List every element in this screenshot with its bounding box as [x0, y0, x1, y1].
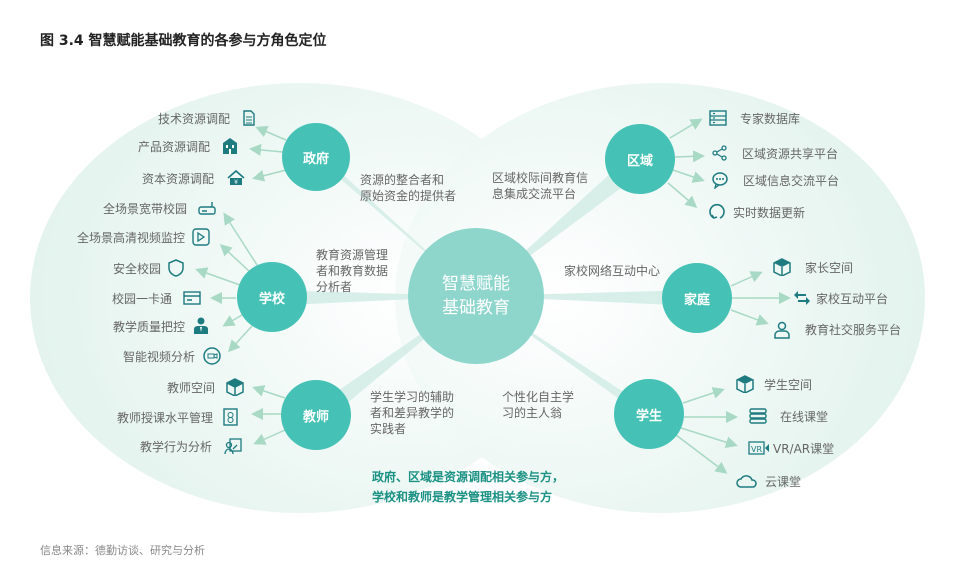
teacher-role: 学生学习的辅助者和差异教学的实践者: [370, 390, 455, 436]
gov-item: 资本资源调配: [141, 172, 214, 186]
family-role: 家校网络互动中心: [564, 264, 661, 278]
center-label-line1: 智慧赋能: [442, 274, 510, 294]
vr-icon: VR: [748, 441, 769, 455]
student-role: 个性化自主学习的主人翁: [502, 390, 575, 420]
document-icon: [243, 110, 255, 126]
summary-note: 政府、区域是资源调配相关参与方，学校和教师是教学管理相关参与方: [372, 470, 565, 504]
school-role: 教育资源管理者和教育数据分析者: [316, 248, 389, 294]
box-icon: [773, 258, 791, 276]
node-student: 学生: [614, 379, 684, 449]
cloud-icon: [736, 475, 757, 488]
family-item: 家校互动平台: [816, 292, 889, 306]
student-item: VR/AR课堂: [773, 442, 835, 456]
school-item: 校园一卡通: [111, 292, 172, 306]
region-item: 区域信息交流平台: [743, 174, 840, 188]
node-family: 家庭: [662, 263, 732, 333]
center-node: 智慧赋能基础教育: [408, 228, 544, 364]
node-region: 区域: [605, 124, 675, 194]
center-label-line2: 基础教育: [442, 298, 510, 318]
stack-icon: [749, 408, 767, 424]
share-icon: [712, 145, 727, 161]
box-icon: [736, 375, 754, 393]
student-item: 学生空间: [764, 378, 813, 392]
region-item: 实时数据更新: [733, 206, 806, 220]
shield-icon: [168, 259, 184, 277]
camera-icon: [203, 347, 221, 365]
family-item: 家长空间: [805, 261, 854, 275]
student-item: 云课堂: [765, 475, 802, 489]
school-item: 智能视频分析: [122, 350, 195, 364]
chat-icon: [712, 172, 728, 189]
exchange-icon: [794, 291, 810, 305]
card-icon: [183, 291, 201, 305]
school-item: 安全校园: [112, 262, 161, 276]
svg-text:VR: VR: [751, 445, 762, 454]
family-item: 教育社交服务平台: [805, 323, 902, 337]
teacher-item: 教师空间: [166, 381, 215, 395]
figure-title: 图 3.4 智慧赋能基础教育的各参与方角色定位: [40, 33, 327, 49]
source-note: 信息来源：德勤访谈、研究与分析: [40, 544, 205, 557]
gov-role: 资源的整合者和原始资金的提供者: [360, 173, 457, 203]
person-tie-icon: [194, 317, 208, 334]
node-teacher: 教师: [281, 380, 351, 450]
node-school: 学校: [237, 262, 307, 332]
teacher-item: 教学行为分析: [139, 440, 212, 454]
school-item: 全场景高清视频监控: [76, 231, 185, 245]
node-gov: 政府: [282, 123, 350, 191]
gov-item: 技术资源调配: [157, 112, 230, 126]
refresh-icon: [709, 203, 725, 219]
id-badge-icon: [223, 408, 238, 426]
student-item: 在线课堂: [780, 410, 829, 424]
svg-text:¥: ¥: [234, 179, 238, 186]
presenter-icon: [224, 438, 242, 455]
video-play-icon: [192, 228, 210, 246]
teacher-item: 教师授课水平管理: [116, 411, 213, 425]
region-item: 专家数据库: [740, 112, 801, 126]
gov-item: 产品资源调配: [137, 140, 210, 154]
region-item: 区域资源共享平台: [742, 147, 839, 161]
database-icon: [709, 110, 727, 126]
school-item: 教学质量把控: [112, 320, 185, 334]
user-icon: [774, 321, 790, 339]
school-building-icon: [223, 138, 237, 154]
box-icon: [226, 378, 244, 396]
region-role: 区域校际间教育信息集成交流平台: [492, 171, 589, 201]
router-icon: [198, 202, 216, 215]
house-money-icon: ¥: [227, 169, 245, 186]
school-item: 全场景宽带校园: [102, 202, 187, 216]
